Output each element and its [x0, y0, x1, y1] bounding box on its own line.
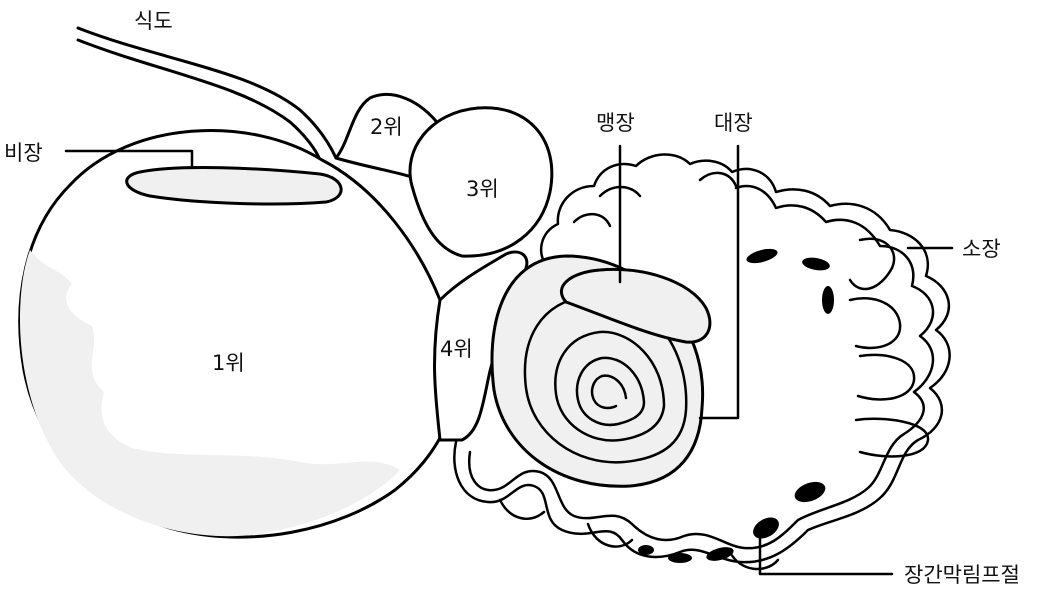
- rumen-shade: [20, 250, 400, 537]
- omasum: [408, 106, 554, 258]
- leader-lines: [64, 144, 954, 576]
- label-abomasum: 4위: [440, 337, 473, 361]
- label-esophagus: 식도: [134, 9, 173, 33]
- spleen: [125, 166, 343, 206]
- label-small-intestine: 소장: [962, 237, 1001, 261]
- lymph-node: [802, 257, 830, 271]
- esophagus-tube: [76, 26, 338, 162]
- label-cecum: 맹장: [596, 111, 635, 135]
- label-large-intestine: 대장: [714, 111, 753, 135]
- lymph-node: [746, 248, 778, 264]
- label-spleen: 비장: [4, 141, 43, 165]
- cecum: [559, 267, 712, 344]
- small-intestine: [453, 153, 951, 571]
- lymph-node: [794, 481, 826, 503]
- lymph-node: [706, 547, 734, 561]
- label-rumen: 1위: [212, 351, 245, 375]
- label-mesenteric-lymph-node: 장간막림프절: [904, 563, 1020, 587]
- label-reticulum: 2위: [370, 115, 403, 139]
- mesenteric-lymph-nodes: [638, 248, 834, 563]
- lymph-node: [668, 553, 692, 563]
- lymph-node: [638, 545, 654, 555]
- label-omasum: 3위: [466, 177, 499, 201]
- lymph-node: [822, 286, 834, 314]
